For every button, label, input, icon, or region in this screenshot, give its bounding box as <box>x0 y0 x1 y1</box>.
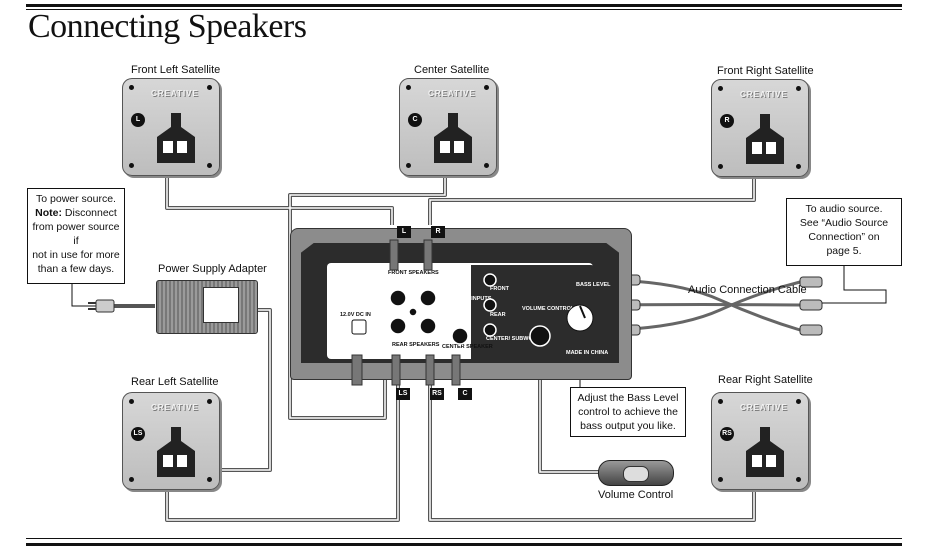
speaker-badge: L <box>131 113 145 127</box>
speaker-badge: C <box>408 113 422 127</box>
tag-front-right: R <box>431 226 445 238</box>
audio-inputs-label: AUDIO INPUTS <box>452 296 492 302</box>
tag-front-left: L <box>397 226 411 238</box>
power-note-line5: than a few days. <box>37 263 115 275</box>
audio-note-line2: See “Audio Source <box>799 217 889 229</box>
center-speaker-label: CENTER SPEAKER <box>442 344 493 350</box>
top-rule-thin <box>26 9 902 10</box>
made-in-label: MADE IN CHINA <box>566 350 609 356</box>
speaker-badge: RS <box>720 427 734 441</box>
rear-left-speaker: CREATIVE LS <box>122 392 220 490</box>
audio-note-line1: To audio source. <box>805 203 883 215</box>
top-rule <box>26 4 902 7</box>
power-note-line1: To power source. <box>36 193 116 205</box>
volume-control-label: Volume Control <box>598 489 674 501</box>
page-title: Connecting Speakers <box>28 8 307 45</box>
rear-right-label: Rear Right Satellite <box>718 374 813 386</box>
tag-rear-left: LS <box>396 388 410 400</box>
power-supply-adapter <box>156 280 258 334</box>
volume-control <box>598 460 674 486</box>
front-right-label: Front Right Satellite <box>717 65 814 77</box>
power-note-line2: Note: Disconnect <box>32 206 120 220</box>
rear-input-label: REAR <box>490 312 506 318</box>
speaker-badge: LS <box>131 427 145 441</box>
center-sub-input-label: CENTER/ SUBWOOFER <box>486 336 549 342</box>
bottom-rule <box>26 543 902 546</box>
power-note-box: To power source. Note: Disconnect from p… <box>27 188 125 284</box>
front-input-label: FRONT <box>490 286 509 292</box>
center-speaker: CREATIVE C <box>399 78 497 176</box>
brand-logo: CREATIVE <box>428 89 476 98</box>
power-note-line4: not in use for more <box>32 249 120 261</box>
power-supply-label: Power Supply Adapter <box>158 263 267 275</box>
bass-note-box: Adjust the Bass Level control to achieve… <box>570 387 686 437</box>
bass-note-line1: Adjust the Bass Level <box>577 392 679 404</box>
front-left-label: Front Left Satellite <box>131 64 221 76</box>
brand-logo: CREATIVE <box>151 403 199 412</box>
front-right-speaker: CREATIVE R <box>711 79 809 177</box>
audio-note-line3: Connection” on <box>808 231 880 243</box>
rear-right-speaker: CREATIVE RS <box>711 392 809 490</box>
bottom-rule-thin <box>26 538 902 539</box>
brand-logo: CREATIVE <box>740 90 788 99</box>
dc-in-label: 12.0V DC IN <box>340 312 371 318</box>
bass-note-line2: control to achieve the <box>578 406 678 418</box>
brand-logo: CREATIVE <box>740 403 788 412</box>
bass-level-label: BASS LEVEL <box>576 282 611 288</box>
front-speakers-label: FRONT SPEAKERS <box>388 270 439 276</box>
bass-note-line3: bass output you like. <box>580 420 676 432</box>
tag-rear-right: RS <box>430 388 444 400</box>
center-label: Center Satellite <box>414 64 490 76</box>
power-note-label: Note: <box>35 207 62 219</box>
volume-port-label: VOLUME CONTROL <box>522 306 575 312</box>
audio-source-note-box: To audio source. See “Audio Source Conne… <box>786 198 902 266</box>
power-note-line3: from power source if <box>32 221 120 247</box>
front-left-speaker: CREATIVE L <box>122 78 220 176</box>
audio-cable-label: Audio Connection Cable <box>688 284 807 296</box>
tag-center: C <box>458 388 472 400</box>
brand-logo: CREATIVE <box>151 89 199 98</box>
rear-left-label: Rear Left Satellite <box>131 376 219 388</box>
power-note-line2-text: Disconnect <box>61 207 117 219</box>
audio-note-line4: page 5. <box>826 245 862 257</box>
rear-speakers-label: REAR SPEAKERS <box>392 342 440 348</box>
speaker-badge: R <box>720 114 734 128</box>
